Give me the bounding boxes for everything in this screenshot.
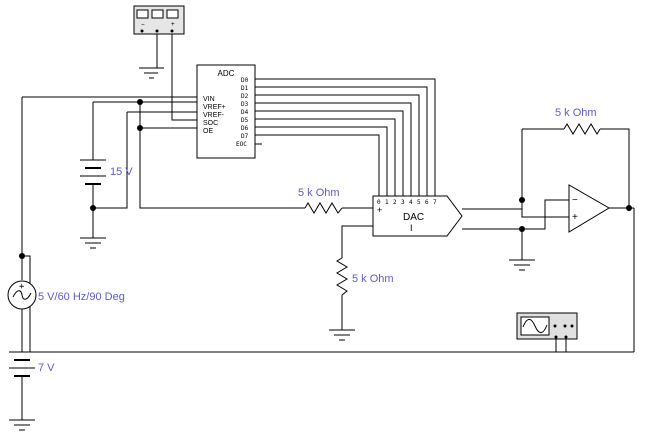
adc-pin-vin: VIN — [203, 96, 215, 103]
adc-pin-d4: D4 — [241, 109, 249, 116]
svg-text:3: 3 — [401, 199, 405, 206]
adc-pin-d6: D6 — [241, 125, 249, 132]
op-amp: − + — [568, 184, 610, 233]
ground-symbol-opamp — [509, 259, 535, 271]
svg-text:6: 6 — [425, 199, 429, 206]
ac-voltage-source: + — [7, 280, 37, 310]
resistor-feedback — [563, 123, 601, 135]
label-15v: 15 V — [110, 166, 133, 178]
ground-symbol-dac — [329, 329, 355, 341]
data-bus — [255, 78, 436, 198]
resistor-input — [304, 202, 343, 214]
adc-pin-d0: D0 — [241, 77, 249, 84]
svg-text:7: 7 — [433, 199, 437, 206]
svg-text:4: 4 — [409, 199, 413, 206]
adc-pin-d5: D5 — [241, 117, 249, 124]
ground-symbol-instrument — [139, 67, 164, 79]
adc-pin-d2: D2 — [241, 93, 249, 100]
label-resistor-ground: 5 k Ohm — [352, 273, 394, 285]
adc-pin-d3: D3 — [241, 101, 249, 108]
ground-symbol-vref — [80, 237, 106, 249]
svg-text:1: 1 — [385, 199, 389, 206]
opamp-minus-label: − — [572, 195, 578, 206]
svg-text:0: 0 — [377, 199, 381, 206]
resistor-ground — [336, 257, 348, 296]
svg-text:5: 5 — [417, 199, 421, 206]
adc-pin-vref-minus: VREF- — [203, 112, 225, 119]
instrument-plus-label: + — [171, 21, 175, 28]
instrument-minus-label: − — [141, 21, 145, 28]
dac-title: DAC — [403, 212, 424, 223]
opamp-plus-label: + — [572, 212, 578, 223]
adc-pin-d7: D7 — [241, 133, 249, 140]
ac-plus-label: + — [19, 282, 25, 292]
adc-pin-soc: SOC — [203, 120, 218, 127]
dac-block: 0 1 2 3 4 5 6 7 + DAC I — [372, 195, 463, 237]
label-7v: 7 V — [38, 362, 55, 374]
label-ac-source: 5 V/60 Hz/90 Deg — [38, 291, 125, 303]
label-resistor-input: 5 k Ohm — [298, 187, 340, 199]
dac-plus-label: + — [377, 205, 382, 215]
battery-7v — [9, 351, 35, 377]
battery-15v — [80, 159, 106, 185]
oscilloscope-instrument[interactable] — [516, 312, 578, 340]
adc-block: ADC VIN VREF+ VREF- SOC OE D0 D1 D2 D3 D… — [196, 64, 256, 159]
dac-current-label: I — [410, 223, 413, 233]
ground-symbol-ac — [9, 419, 35, 431]
svg-text:2: 2 — [393, 199, 397, 206]
adc-pin-oe: OE — [203, 128, 213, 135]
adc-pin-eoc: EOC — [236, 141, 247, 148]
adc-pin-vref-plus: VREF+ — [203, 104, 226, 111]
adc-pin-d1: D1 — [241, 85, 249, 92]
label-resistor-feedback: 5 k Ohm — [555, 107, 597, 119]
adc-title: ADC — [218, 69, 235, 78]
word-generator-instrument[interactable]: − + — [133, 5, 185, 35]
